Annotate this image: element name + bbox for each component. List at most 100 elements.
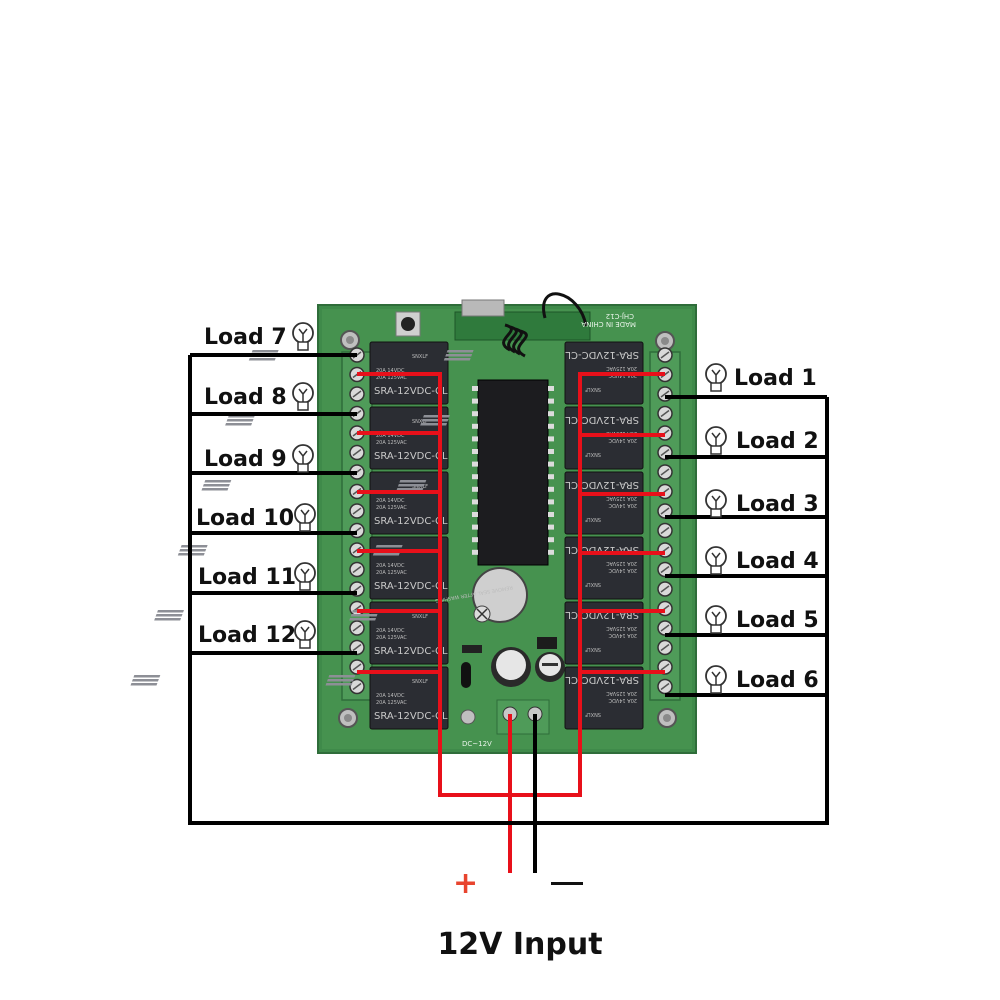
relay-logo-stripe: [179, 549, 207, 552]
screw-slot: [660, 390, 670, 398]
relay-rating-text: 20A 125VAC: [376, 375, 407, 381]
relay-rating-text: 20A 14VDC: [376, 563, 405, 569]
relay-logo-stripe: [155, 614, 183, 617]
screw-slot: [660, 507, 670, 515]
relay-rating-text: 20A 125VAC: [606, 625, 637, 631]
bulb-base: [297, 463, 309, 473]
power-terminal: [496, 699, 550, 735]
relay-rating-text: 20A 125VAC: [606, 690, 637, 696]
screw-slot: [660, 351, 670, 359]
lightbulb-icon: [705, 489, 727, 518]
bulb-filament: [711, 671, 721, 685]
relay: [564, 601, 644, 665]
relay-rating-text: 20A 125VAC: [376, 440, 407, 446]
bulb-base: [299, 522, 311, 532]
chip-pin: [548, 423, 554, 429]
relay-brand-text: SNXLF: [412, 354, 428, 360]
chip-pin: [472, 436, 478, 442]
relay-brand-text: SNXLF: [585, 581, 601, 587]
dc-jack-screw-icon: [460, 709, 476, 725]
relay-brand-text: SNXLF: [585, 386, 601, 392]
mcu-chip: [472, 379, 554, 566]
relay-model-text: SRA-12VDC-CL: [374, 581, 448, 592]
relay: [564, 471, 644, 535]
screw-slot: [660, 682, 670, 691]
chip-pin: [548, 499, 554, 505]
negative-bus: [188, 355, 829, 825]
relay-rating-text: 20A 14VDC: [376, 433, 405, 439]
load-label: Load 5: [736, 608, 819, 633]
screw-slot: [352, 507, 362, 515]
learn-button[interactable]: [395, 311, 421, 337]
relay-rating-text: 20A 125VAC: [606, 365, 637, 371]
relay-model-text: SRA-12VDC-CL: [374, 386, 448, 397]
relay-logo-stripe: [325, 683, 353, 686]
relay-rating-text: 20A 125VAC: [376, 635, 407, 641]
relay-model-text: SRA-12VDC-CL: [565, 544, 639, 555]
relay-model-text: SRA-12VDC-CL: [374, 516, 448, 527]
relay-logo-stripe: [420, 423, 448, 426]
lightbulb-icon: [705, 546, 727, 575]
board-model-silk: CHJ-C12: [606, 312, 634, 320]
load-label: Load 12: [198, 623, 296, 648]
chip-pin: [472, 537, 478, 543]
relay-logo-stripe: [204, 480, 232, 483]
bulb-base: [710, 508, 722, 518]
input-voltage-title: 12V Input: [437, 927, 602, 962]
transistor: [461, 662, 471, 688]
relay-logo-stripe: [226, 419, 254, 422]
mounting-screw-icon: [338, 708, 358, 728]
chip-pin: [472, 449, 478, 454]
bulb-base: [710, 382, 722, 392]
bulb-filament: [298, 328, 308, 342]
positive-wiring: [357, 372, 665, 873]
screw-slot: [660, 624, 670, 632]
chip-pin: [548, 386, 554, 391]
screw-slot: [352, 624, 362, 632]
relay-rating-text: 20A 14VDC: [376, 693, 405, 699]
screw-slot: [352, 390, 362, 398]
load-label: Load 2: [736, 429, 819, 454]
relay-model-text: SRA-12VDC-CL: [565, 349, 639, 360]
relay: [564, 666, 644, 730]
screw-slot: [660, 409, 670, 418]
relay-logo-stripe: [443, 358, 471, 361]
screw-slot: [660, 448, 670, 457]
relay-logo-stripe: [445, 354, 473, 357]
chip-pin: [472, 486, 478, 492]
chip-pin: [472, 512, 478, 517]
relay-rating-text: 20A 125VAC: [606, 495, 637, 501]
lightbulb-icon: [705, 426, 727, 455]
mounting-screw-icon: [340, 330, 360, 350]
board-origin-silk: MADE IN CHINA: [581, 320, 636, 328]
relay-brand-text: SNXLF: [412, 614, 428, 620]
antenna-wire: [542, 292, 588, 327]
relay-brand-text: SNXLF: [585, 646, 601, 652]
relay-brand-text: SNXLF: [585, 711, 601, 717]
chip-pin: [472, 386, 478, 391]
relay-logo-stripe: [130, 683, 158, 686]
lightbulb-icon: [705, 605, 727, 634]
chip-pin: [548, 549, 554, 555]
relay-rating-text: 20A 14VDC: [608, 632, 637, 638]
relay-rating-text: 20A 125VAC: [376, 505, 407, 511]
lightbulb-icon: [294, 620, 316, 649]
chip-pin: [472, 499, 478, 505]
load-label: Load 10: [196, 506, 294, 531]
bulb-filament: [300, 568, 310, 582]
relay-logo-stripe: [248, 358, 276, 361]
load-label: Load 4: [736, 549, 819, 574]
relay-rating-text: 20A 125VAC: [606, 560, 637, 566]
chip-pin: [472, 549, 478, 555]
chip-pin: [548, 436, 554, 442]
rf-receiver-module: [454, 292, 591, 358]
load-label: Load 6: [736, 668, 819, 693]
bulb-filament: [298, 450, 308, 464]
chip-pin: [548, 486, 554, 492]
bulb-base: [297, 341, 309, 351]
relay-logo-stripe: [396, 488, 424, 491]
chip-pin: [548, 449, 554, 454]
relay-rating-text: 20A 14VDC: [608, 697, 637, 703]
chip-pin: [548, 474, 554, 480]
bulb-base: [299, 581, 311, 591]
